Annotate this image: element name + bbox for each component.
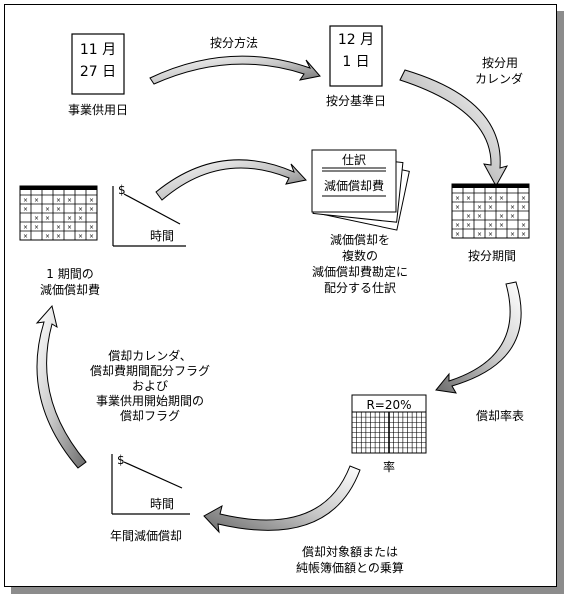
- svg-text:×: ×: [521, 204, 526, 211]
- period-caption-2: 減価償却費: [39, 283, 100, 297]
- date-from-month: 11 月: [79, 42, 117, 58]
- svg-text:×: ×: [23, 206, 28, 213]
- svg-text:×: ×: [78, 206, 83, 213]
- flags-caption-1: 償却カレンダ、: [108, 349, 192, 363]
- svg-text:×: ×: [89, 197, 94, 204]
- svg-text:×: ×: [499, 222, 504, 229]
- date-to-month: 12 月: [337, 32, 375, 48]
- date-from-box: [71, 33, 125, 95]
- svg-text:×: ×: [78, 233, 83, 240]
- svg-text:×: ×: [67, 224, 72, 231]
- svg-text:×: ×: [499, 195, 504, 202]
- calendar-label-line1: 按分用: [482, 56, 519, 70]
- svg-text:×: ×: [45, 233, 50, 240]
- svg-text:×: ×: [477, 231, 482, 238]
- annual-chart-x-label: 時間: [150, 497, 175, 511]
- svg-text:×: ×: [510, 231, 515, 238]
- date-to-label: 按分基準日: [325, 94, 386, 108]
- svg-text:×: ×: [510, 204, 515, 211]
- svg-text:×: ×: [488, 195, 493, 202]
- svg-text:×: ×: [34, 224, 39, 231]
- arrow-to-journal: [155, 159, 307, 201]
- svg-text:×: ×: [477, 213, 482, 220]
- journal-caption-4: 配分する仕訳: [323, 281, 396, 295]
- journal-caption-1: 減価償却を: [329, 233, 390, 247]
- svg-text:×: ×: [56, 206, 61, 213]
- period-caption-1: 1 期間の: [46, 267, 94, 281]
- journal-caption-3: 減価償却費勘定に: [311, 265, 408, 279]
- svg-text:×: ×: [67, 215, 72, 222]
- svg-text:×: ×: [23, 233, 28, 240]
- calendar-label-line2: カレンダ: [475, 72, 524, 86]
- svg-text:×: ×: [78, 215, 83, 222]
- period-chart-x-label: 時間: [150, 229, 175, 243]
- arrow-multiply: [203, 465, 361, 534]
- period-chart-y-symbol: $: [118, 183, 126, 197]
- flags-caption-5: 償却フラグ: [119, 409, 180, 423]
- journal-line: 減価償却費: [323, 179, 384, 193]
- svg-text:×: ×: [488, 204, 493, 211]
- svg-text:×: ×: [45, 206, 50, 213]
- svg-text:×: ×: [67, 197, 72, 204]
- date-from-day: 27 日: [79, 64, 117, 80]
- flags-caption-3: および: [131, 379, 168, 393]
- flags-caption-4: 事業供用開始期間の: [95, 394, 204, 408]
- rate-table-label: 率: [382, 460, 395, 474]
- svg-text:×: ×: [466, 213, 471, 220]
- svg-text:×: ×: [23, 197, 28, 204]
- annual-label: 年間減価償却: [109, 529, 182, 543]
- period-calendar-grid: × × × × × × × × × × × × × × × × × × × × × × × ×: [19, 185, 98, 241]
- date-to-box: [329, 25, 383, 87]
- multiply-caption-1: 償却対象額または: [301, 545, 398, 559]
- svg-text:×: ×: [56, 197, 61, 204]
- rate-table-grid: [351, 394, 427, 454]
- svg-text:×: ×: [499, 213, 504, 220]
- period-chart-axes: [112, 186, 186, 247]
- arrow-method: [149, 55, 321, 85]
- svg-text:×: ×: [510, 213, 515, 220]
- arrow-to-rate: [435, 281, 522, 394]
- journal-caption-2: 複数の: [341, 249, 378, 263]
- svg-text:×: ×: [89, 233, 94, 240]
- period-label: 按分期間: [467, 249, 516, 263]
- svg-text:×: ×: [45, 215, 50, 222]
- svg-text:×: ×: [89, 224, 94, 231]
- svg-text:×: ×: [488, 231, 493, 238]
- rate-table-header: R=20%: [366, 398, 412, 412]
- svg-text:×: ×: [455, 204, 460, 211]
- svg-text:×: ×: [521, 195, 526, 202]
- svg-text:×: ×: [89, 206, 94, 213]
- annual-chart-y-symbol: $: [117, 453, 125, 467]
- svg-text:×: ×: [488, 222, 493, 229]
- arrow-to-period: [35, 304, 87, 469]
- svg-text:×: ×: [56, 224, 61, 231]
- arrow-calendar: [399, 69, 509, 188]
- annual-chart-axes: [111, 454, 190, 515]
- multiply-caption-2: 純帳簿価額との乗算: [296, 561, 404, 575]
- rate-table-caption: 償却率表: [476, 409, 525, 423]
- svg-text:×: ×: [466, 195, 471, 202]
- svg-text:×: ×: [455, 195, 460, 202]
- svg-text:×: ×: [521, 222, 526, 229]
- period-calendar-grid-right: × × × × × × × × × × × × × × × × × × × × × × × ×: [451, 183, 530, 239]
- svg-text:×: ×: [455, 231, 460, 238]
- svg-text:×: ×: [466, 222, 471, 229]
- svg-text:×: ×: [521, 231, 526, 238]
- flags-caption-2: 償却費期間配分フラグ: [89, 364, 210, 378]
- svg-text:×: ×: [23, 224, 28, 231]
- date-from-label: 事業供用日: [67, 103, 128, 117]
- journal-title: 仕訳: [341, 153, 366, 167]
- arrow-method-label: 按分方法: [210, 36, 259, 50]
- date-to-day: 1 日: [342, 54, 370, 70]
- svg-text:×: ×: [34, 197, 39, 204]
- svg-text:×: ×: [56, 233, 61, 240]
- svg-text:×: ×: [477, 204, 482, 211]
- svg-text:×: ×: [34, 215, 39, 222]
- svg-text:×: ×: [455, 222, 460, 229]
- journal-document: [311, 149, 410, 231]
